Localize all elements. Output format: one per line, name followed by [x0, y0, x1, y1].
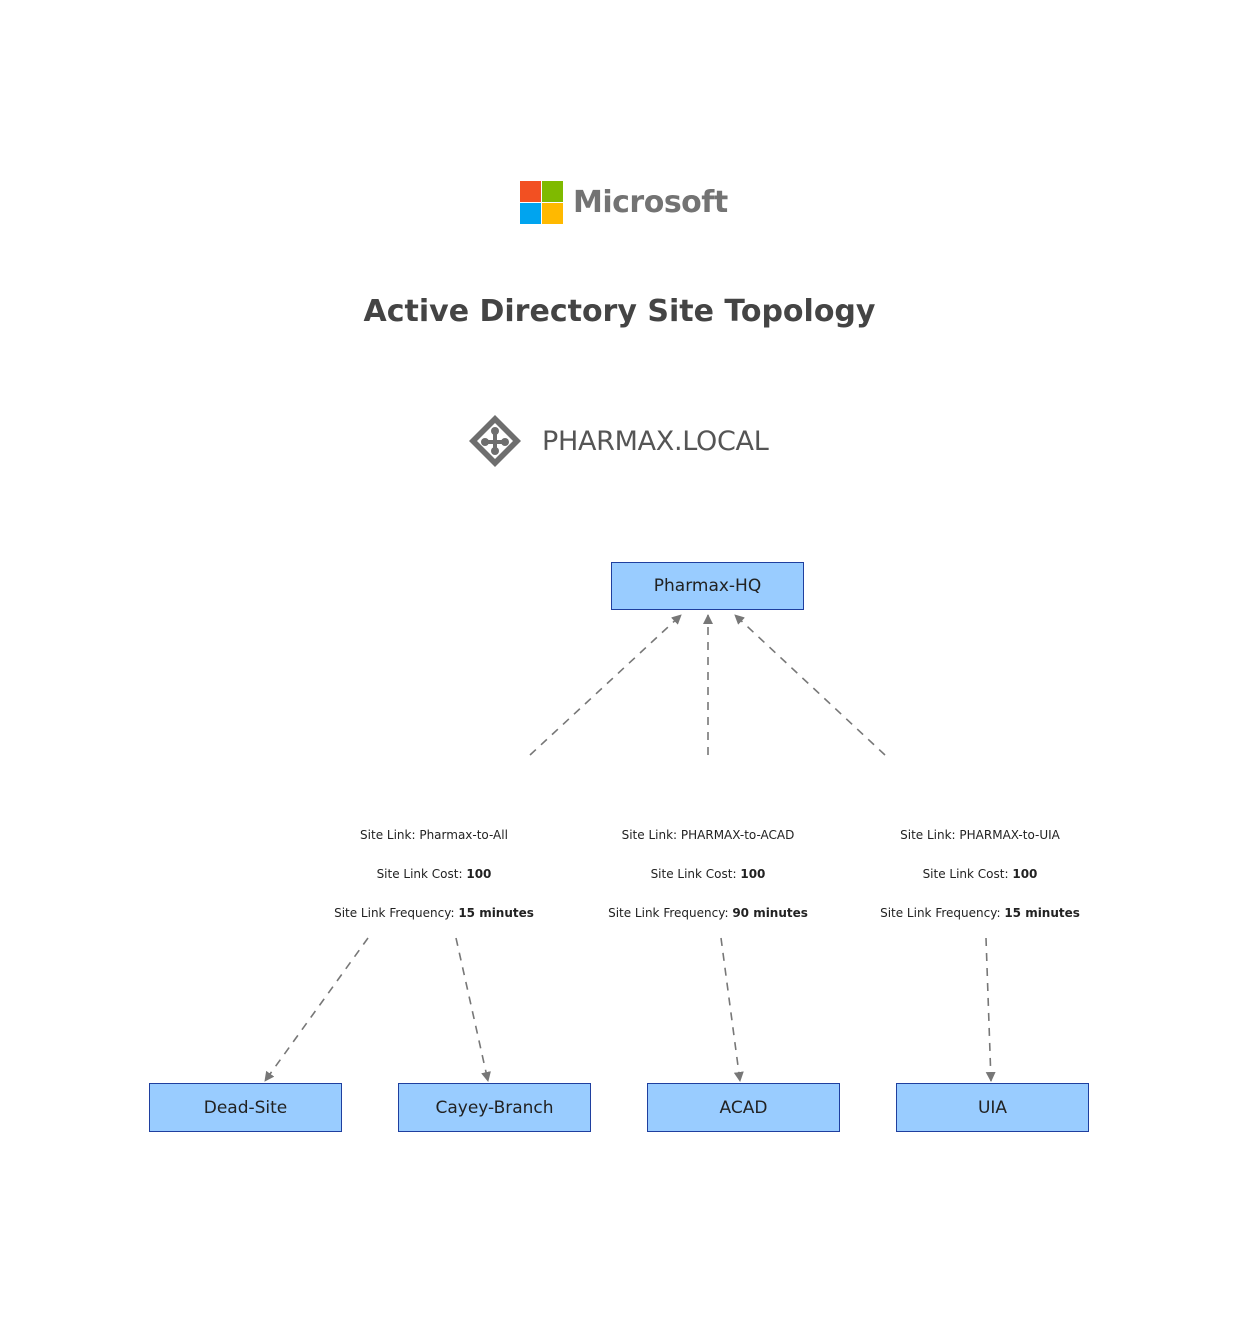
site-link-frequency-label: Site Link Frequency:: [608, 906, 729, 920]
logo-tile-red: [520, 181, 541, 202]
site-link-cost-row: Site Link Cost: 100: [850, 855, 1110, 894]
site-link-label: Site Link: PHARMAX-to-UIA Site Link Cost…: [850, 816, 1110, 933]
site-link-frequency: 90 minutes: [732, 906, 808, 920]
site-node-uia: UIA: [896, 1083, 1089, 1132]
edge-cayey-branch: [455, 937, 491, 1082]
site-link-frequency-row: Site Link Frequency: 15 minutes: [850, 894, 1110, 933]
site-link-cost: 100: [466, 867, 492, 881]
site-link-cost-label: Site Link Cost:: [922, 867, 1009, 881]
domain-name: PHARMAX.LOCAL: [542, 425, 769, 457]
active-directory-icon: [469, 415, 521, 467]
site-link-name: Site Link: PHARMAX-to-ACAD: [621, 828, 795, 842]
domain-header: PHARMAX.LOCAL: [468, 414, 769, 468]
site-link-cost-row: Site Link Cost: 100: [304, 855, 564, 894]
edge-acad: [720, 937, 744, 1082]
site-link-cost-label: Site Link Cost:: [376, 867, 463, 881]
site-link-cost: 100: [1012, 867, 1038, 881]
site-link-label: Site Link: Pharmax-to-All Site Link Cost…: [304, 816, 564, 933]
microsoft-logo: Microsoft: [520, 181, 728, 224]
site-link-cost-row: Site Link Cost: 100: [578, 855, 838, 894]
site-link-frequency-label: Site Link Frequency:: [880, 906, 1001, 920]
site-link-frequency: 15 minutes: [1004, 906, 1080, 920]
site-link-frequency: 15 minutes: [458, 906, 534, 920]
site-node-dead-site: Dead-Site: [149, 1083, 342, 1132]
microsoft-logo-icon: [520, 181, 563, 224]
logo-tile-yellow: [542, 203, 563, 224]
site-link-cost-label: Site Link Cost:: [650, 867, 737, 881]
page-title: Active Directory Site Topology: [363, 294, 876, 329]
edge-link1-to-hub: [529, 614, 682, 756]
site-link-frequency-row: Site Link Frequency: 90 minutes: [578, 894, 838, 933]
site-node-pharmax-hq: Pharmax-HQ: [611, 562, 804, 610]
site-link-label: Site Link: PHARMAX-to-ACAD Site Link Cos…: [578, 816, 838, 933]
edge-uia: [985, 937, 996, 1082]
edge-link3-to-hub: [734, 614, 886, 756]
edge-dead-site: [264, 937, 369, 1082]
logo-tile-green: [542, 181, 563, 202]
site-node-acad: ACAD: [647, 1083, 840, 1132]
site-link-cost: 100: [740, 867, 766, 881]
site-node-cayey-branch: Cayey-Branch: [398, 1083, 591, 1132]
site-link-name: Site Link: PHARMAX-to-UIA: [900, 828, 1060, 842]
site-link-frequency-label: Site Link Frequency:: [334, 906, 455, 920]
site-link-name: Site Link: Pharmax-to-All: [360, 828, 508, 842]
brand-name: Microsoft: [573, 185, 728, 220]
site-link-frequency-row: Site Link Frequency: 15 minutes: [304, 894, 564, 933]
logo-tile-blue: [520, 203, 541, 224]
